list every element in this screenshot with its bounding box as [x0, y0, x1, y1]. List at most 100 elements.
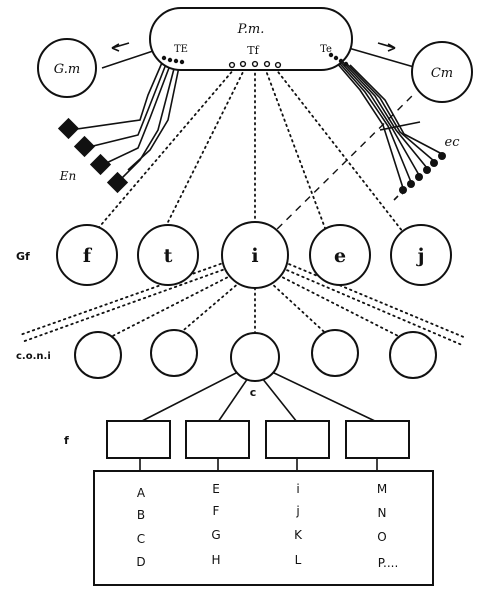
pm-label: P.m.	[237, 22, 265, 37]
receptor-5	[430, 159, 438, 167]
table-cell-a: A	[137, 486, 146, 500]
cm-to-pm-arrowhead	[387, 43, 396, 52]
te-fiber-5	[127, 61, 181, 171]
te-right-terminal-1	[328, 52, 334, 58]
letter-table-content: A B C D E F G H i j K L M N O P....	[136, 482, 398, 570]
receptor-group	[393, 152, 446, 201]
i-to-coni1-dots	[94, 274, 233, 346]
receptor-tails	[393, 161, 438, 201]
f-row-label: f	[64, 434, 69, 447]
en-label: En	[59, 169, 77, 183]
table-cell-j: j	[295, 504, 299, 518]
table-cell-k: K	[294, 528, 303, 542]
f-box-2	[185, 420, 250, 459]
table-cell-l: L	[295, 553, 302, 567]
coni-node-5	[389, 331, 437, 379]
te-receptor-fiber-4	[341, 60, 428, 169]
letter-table	[93, 470, 434, 586]
te-terminal-3	[173, 58, 179, 64]
f-box-3	[265, 420, 330, 459]
c-to-box4	[271, 371, 378, 423]
gf-node-j	[390, 224, 452, 286]
tf-to-t-dots	[164, 67, 246, 229]
table-cell-h: H	[211, 553, 220, 567]
effector-2	[73, 135, 96, 158]
gf-node-j-label: j	[416, 245, 425, 267]
gf-node-t-label: t	[164, 245, 173, 267]
cm-node	[411, 41, 473, 103]
te-fiber-1	[69, 57, 165, 131]
port-te-right-label: Te	[320, 44, 332, 55]
table-cell-e: E	[212, 482, 220, 496]
coni-node-2	[150, 329, 198, 377]
port-terminals	[161, 52, 349, 69]
effector-4	[106, 171, 129, 194]
effector-3	[89, 153, 112, 176]
te-terminal-4	[179, 59, 185, 65]
te-receptor-fiber-6	[349, 64, 443, 155]
port-tf-label: Tf	[247, 44, 259, 57]
f-box-4	[345, 420, 410, 459]
te-right-terminal-3	[338, 58, 344, 64]
te-fiber-2	[84, 58, 169, 149]
te-receptor-fiber-1	[329, 54, 404, 189]
table-cell-i: i	[296, 482, 299, 496]
table-cell-n: N	[378, 506, 387, 520]
f-box-1	[106, 420, 171, 459]
ec-label: ec	[445, 135, 461, 150]
gf-node-t	[137, 224, 199, 286]
table-cell-m: M	[377, 482, 387, 496]
connections	[19, 42, 467, 472]
tf-terminal-4	[263, 60, 271, 68]
table-cell-o: O	[377, 530, 386, 544]
i-to-right-edge-dots-b	[283, 261, 467, 339]
c-to-box3	[261, 377, 298, 423]
te-right-terminal-2	[333, 55, 339, 61]
receptor-crossbar	[379, 121, 421, 131]
gf-row-label: Gf	[16, 250, 30, 263]
te-receptor-fiber-5	[345, 62, 435, 162]
c-label: c	[250, 386, 257, 399]
i-to-coni2-dots	[171, 281, 241, 341]
table-cell-c: C	[137, 532, 145, 546]
gf-node-f	[56, 224, 118, 286]
tf-to-e-dots	[264, 67, 326, 229]
gf-node-f-label: f	[83, 245, 93, 267]
gf-node-e	[309, 224, 371, 286]
i-to-coni5-dots	[277, 274, 411, 343]
cm-label: Cm	[431, 66, 453, 81]
effector-1	[57, 117, 80, 140]
receptor-6	[438, 152, 446, 160]
te-right-terminal-4	[343, 61, 349, 67]
receptor-2	[407, 180, 415, 188]
table-cell-b: B	[137, 508, 145, 522]
cm-to-pm-line	[344, 46, 415, 68]
i-to-coni4-dots	[269, 281, 334, 341]
te-fiber-3	[99, 59, 173, 167]
effector-group	[57, 117, 129, 194]
i-to-left-edge-dots-b	[21, 267, 229, 343]
coni-row	[74, 329, 437, 382]
coni-node-center	[230, 332, 280, 382]
tf-terminal-2	[239, 60, 247, 68]
pm-to-gm-arrowhead	[111, 43, 120, 52]
tf-to-j-dots	[274, 67, 404, 233]
receptor-3	[415, 173, 423, 181]
table-cell-d: D	[136, 555, 145, 569]
gf-node-i	[221, 221, 289, 289]
gf-node-i-label: i	[251, 245, 258, 267]
te-fiber-4	[116, 60, 177, 184]
table-cell-g: G	[211, 528, 220, 542]
coni-node-1	[74, 331, 122, 379]
coni-row-label: c.o.n.i	[16, 351, 51, 362]
gf-row: f t i e j	[56, 221, 452, 289]
te-terminal-2	[167, 57, 173, 63]
table-cell-f: F	[213, 504, 220, 518]
tf-terminal-1	[228, 61, 236, 69]
c-to-box1	[139, 371, 239, 423]
coni-node-4	[311, 329, 359, 377]
port-te-left-label: TE	[174, 44, 188, 55]
table-cell-p: P....	[378, 556, 399, 570]
tf-terminal-5	[274, 61, 282, 69]
